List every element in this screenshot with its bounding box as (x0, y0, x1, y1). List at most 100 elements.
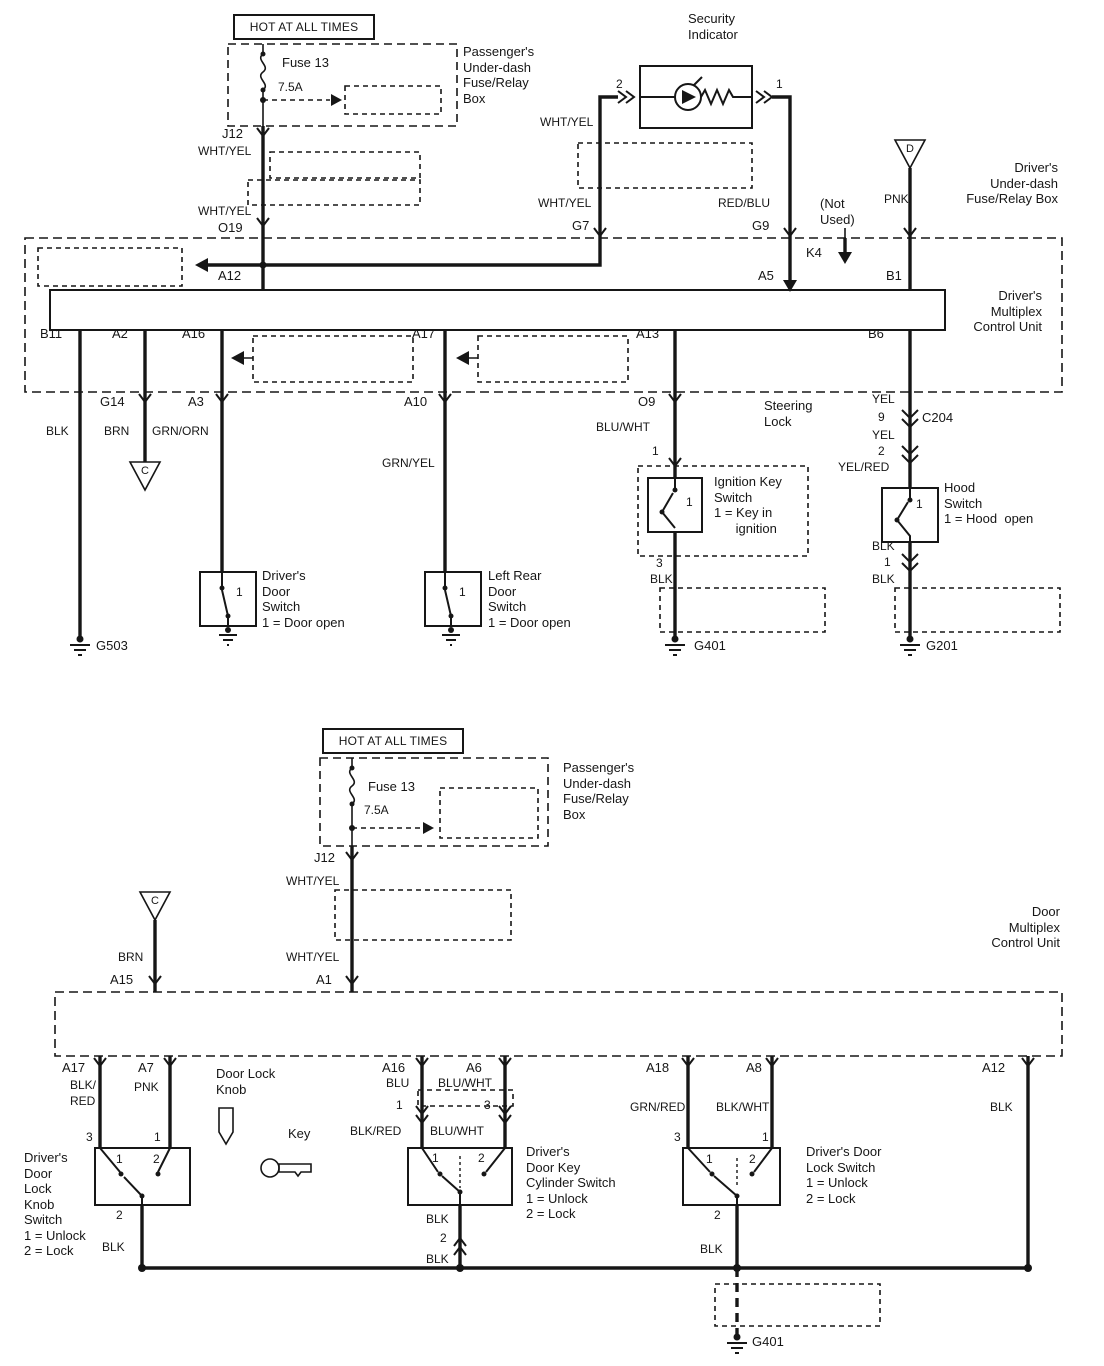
driver-door-switch-note: Driver's Door Switch 1 = Door open (262, 568, 345, 630)
wire-color-grn-orn: GRN/ORN (152, 424, 209, 438)
terminal-b6: B6 (868, 326, 884, 341)
security-terminal-2: 2 (616, 77, 623, 91)
cylinder-contact-2: 2 (478, 1151, 485, 1165)
wire-color-grn-yel: GRN/YEL (382, 456, 435, 470)
hood-switch-note: Hood Switch 1 = Hood open (944, 480, 1034, 526)
lock-switch-contact-1: 1 (706, 1152, 713, 1166)
connector-pin-2: 2 (878, 444, 885, 458)
hood-contact-1: 1 (916, 497, 923, 511)
driver-fuse-box-label: Driver's Under-dash Fuse/Relay Box (966, 160, 1058, 206)
terminal-a6: A6 (466, 1060, 482, 1075)
knob-switch-terminal-3: 3 (86, 1130, 93, 1144)
terminal-a17-bottom: A17 (62, 1060, 86, 1075)
knob-switch-terminal-2: 2 (116, 1208, 123, 1222)
terminal-a17-top: A17 (412, 326, 436, 341)
ignition-terminal-1: 1 (652, 444, 659, 458)
security-indicator-label: Security Indicator (688, 11, 738, 42)
ground-g401-top: G401 (694, 638, 726, 653)
terminal-o19: O19 (218, 220, 243, 235)
cylinder-terminal-2: 2 (440, 1231, 447, 1245)
wire-color-blk-a12: BLK (990, 1100, 1013, 1114)
wire-color-yel-red: YEL/RED (838, 460, 890, 474)
fuse-rating-label-top: 7.5A (278, 80, 303, 94)
terminal-g9: G9 (752, 218, 770, 233)
knob-switch-contact-2: 2 (153, 1152, 160, 1166)
terminal-a16-top: A16 (182, 326, 206, 341)
hot-at-all-times-label-bottom: HOT AT ALL TIMES (338, 734, 448, 748)
hot-at-all-times-label-top: HOT AT ALL TIMES (249, 20, 359, 34)
wire-color-yel-2: YEL (872, 428, 895, 442)
left-rear-door-switch-note: Left Rear Door Switch 1 = Door open (488, 568, 571, 630)
fuse-13-label-bottom: Fuse 13 (368, 779, 415, 794)
hot-at-all-times-box-top: HOT AT ALL TIMES (233, 14, 375, 40)
lock-switch-terminal-2: 2 (714, 1208, 721, 1222)
wire-color-blk-ignition: BLK (650, 572, 673, 586)
knob-switch-contact-1: 1 (116, 1152, 123, 1166)
terminal-a5: A5 (758, 268, 774, 283)
terminal-a16-bottom: A16 (382, 1060, 406, 1075)
terminal-a12-top: A12 (218, 268, 242, 283)
wire-color-wht-yel-6: WHT/YEL (286, 950, 340, 964)
hood-terminal-1: 1 (884, 555, 891, 569)
ground-g503: G503 (96, 638, 128, 653)
terminal-a1: A1 (316, 972, 332, 987)
wire-color-blk-hood-2: BLK (872, 572, 895, 586)
terminal-b11: B11 (40, 326, 63, 341)
wire-color-red-blu: RED/BLU (718, 196, 771, 210)
key-cylinder-switch-note: Driver's Door Key Cylinder Switch 1 = Un… (526, 1144, 616, 1221)
knob-switch-terminal-1: 1 (154, 1130, 161, 1144)
wire-color-blk-cyl-2: BLK (426, 1252, 449, 1266)
cylinder-contact-1: 1 (432, 1151, 439, 1165)
not-used-note: (Not Used) (820, 196, 855, 227)
terminal-o9: O9 (638, 394, 656, 409)
terminal-a2: A2 (112, 326, 128, 341)
wire-color-grn-red: GRN/RED (630, 1100, 686, 1114)
wire-color-yel-1: YEL (872, 392, 895, 406)
passenger-fuse-box-label-bottom: Passenger's Under-dash Fuse/Relay Box (563, 760, 635, 822)
lock-switch-terminal-3: 3 (674, 1130, 681, 1144)
driver-door-switch-contact-1: 1 (236, 585, 243, 599)
door-lock-knob-label: Door Lock Knob (216, 1066, 276, 1097)
connector-pin-9: 9 (878, 410, 885, 424)
wire-color-blk-lock: BLK (700, 1242, 723, 1256)
terminal-a7: A7 (138, 1060, 154, 1075)
ignition-contact-1: 1 (686, 495, 693, 509)
wire-color-pnk-bottom: PNK (134, 1080, 159, 1094)
wire-color-blu: BLU (386, 1076, 410, 1090)
terminal-a18: A18 (646, 1060, 670, 1075)
ignition-key-switch-note: Ignition Key Switch 1 = Key in ignition (714, 474, 782, 536)
wire-color-blk-cyl-1: BLK (426, 1212, 449, 1226)
ground-g401-bottom: G401 (752, 1334, 784, 1349)
wire-color-wht-yel-2: WHT/YEL (198, 204, 252, 218)
wire-color-blu-wht-top: BLU/WHT (596, 420, 650, 434)
terminal-a13: A13 (636, 326, 660, 341)
wire-color-brn-bottom: BRN (118, 950, 144, 964)
triangle-connector-c-bottom-label: C (151, 895, 159, 907)
wire-color-blk-wht: BLK/WHT (716, 1100, 770, 1114)
terminal-a12-bottom: A12 (982, 1060, 1006, 1075)
steering-lock-label: Steering Lock (764, 398, 813, 429)
ignition-terminal-3: 3 (656, 556, 663, 570)
wire-color-blk-b11: BLK (46, 424, 69, 438)
wire-color-wht-yel-1: WHT/YEL (198, 144, 252, 158)
left-rear-door-switch-contact-1: 1 (459, 585, 466, 599)
wire-color-brn-top: BRN (104, 424, 130, 438)
security-terminal-1: 1 (776, 77, 783, 91)
wire-color-blk-red: BLK/RED (350, 1124, 402, 1138)
wire-color-pnk-top: PNK (884, 192, 909, 206)
terminal-b1: B1 (886, 268, 902, 283)
a16-connector-pin-1: 1 (396, 1098, 403, 1112)
terminal-g7: G7 (572, 218, 590, 233)
terminal-j12-top: J12 (222, 126, 243, 141)
wire-color-blk-knob: BLK (102, 1240, 125, 1254)
wire-color-blk-hood-1: BLK (872, 539, 895, 553)
a6-connector-pin-3: 3 (484, 1098, 491, 1112)
connector-c204: C204 (922, 410, 954, 425)
wire-color-blu-wht-b2: BLU/WHT (430, 1124, 484, 1138)
wire-color-blu-wht-b1: BLU/WHT (438, 1076, 492, 1090)
lock-switch-terminal-1: 1 (762, 1130, 769, 1144)
wire-color-wht-yel-3: WHT/YEL (540, 115, 594, 129)
terminal-a8: A8 (746, 1060, 762, 1075)
